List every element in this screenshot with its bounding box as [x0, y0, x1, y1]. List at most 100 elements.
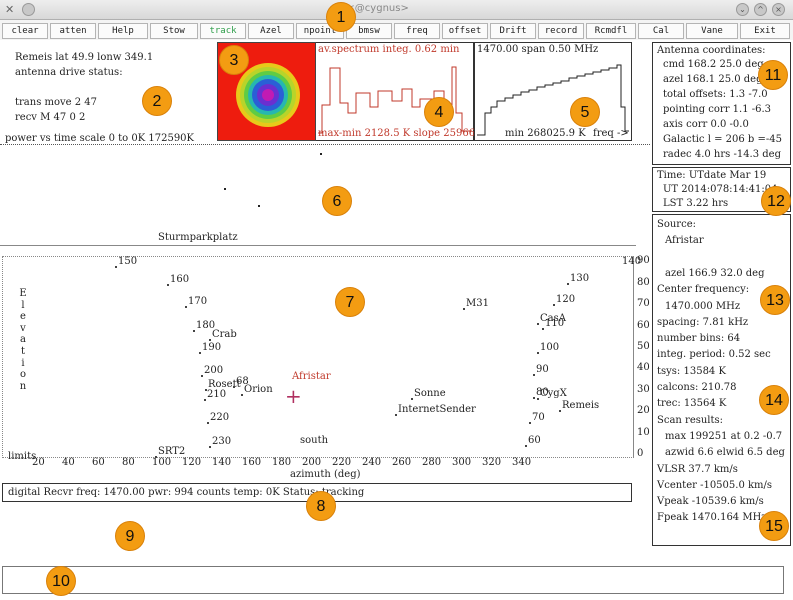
sky-object-marker — [233, 386, 235, 388]
toolbar-button-drift[interactable]: Drift — [490, 23, 536, 39]
current-source-marker: + — [285, 384, 302, 408]
sky-object-label: Rosett — [208, 379, 241, 390]
source-line: calcons: 210.78 — [657, 382, 737, 393]
window-menu-icon[interactable] — [22, 3, 35, 16]
sky-object-marker — [553, 304, 555, 306]
sky-object-marker — [463, 308, 465, 310]
callout-badge: 9 — [115, 521, 145, 551]
status-line: trans move 2 47 — [15, 97, 98, 108]
callout-badge: 12 — [761, 186, 791, 216]
y-tick-label: 50 — [637, 341, 650, 352]
sky-object-label: Remeis — [562, 400, 600, 411]
toolbar-button-record[interactable]: record — [538, 23, 584, 39]
toolbar-button-exit[interactable]: Exit — [740, 23, 790, 39]
sky-object-marker — [155, 456, 157, 458]
source-line: Afristar — [665, 235, 704, 247]
source-line: Center frequency: — [657, 284, 750, 296]
toolbar-button-freq[interactable]: freq — [394, 23, 440, 39]
spectrum-maxmin-label: max-min 2128.5 K slope 25966.8 K — [318, 128, 496, 139]
source-line: Fpeak 1470.164 MHz — [657, 512, 767, 524]
source-line: azel 166.9 32.0 deg — [665, 267, 765, 279]
sky-object-marker — [185, 306, 187, 308]
callout-badge: 8 — [306, 491, 336, 521]
source-line: Vpeak -10539.6 km/s — [657, 496, 764, 508]
y-tick-label: 80 — [637, 276, 650, 288]
antenna-panel: Antenna coordinates: cmd 168.2 25.0 deg az… — [652, 42, 791, 165]
toolbar-button-vane[interactable]: Vane — [686, 23, 738, 39]
toolbar-button-rcmdfl[interactable]: Rcmdfl — [586, 23, 636, 39]
sky-object-marker — [533, 374, 535, 376]
antenna-line: azel 168.1 25.0 deg — [663, 74, 763, 85]
source-line: azwid 6.6 elwid 6.5 deg — [665, 447, 785, 459]
toolbar-button-offset[interactable]: offset — [442, 23, 488, 39]
toolbar-button-stow[interactable]: Stow — [150, 23, 198, 39]
command-input[interactable] — [2, 566, 784, 594]
toolbar-button-help[interactable]: Help — [98, 23, 148, 39]
sky-object-label: InternetSender — [398, 404, 476, 415]
receiver-status-text: digital Recvr freq: 1470.00 pwr: 994 cou… — [8, 487, 365, 498]
spectrum-min-label: min 268025.9 K — [505, 128, 586, 139]
antenna-line: pointing corr 1.1 -6.3 — [663, 104, 772, 115]
x-tick-label: 220 — [332, 457, 352, 468]
source-line: Vcenter -10505.0 km/s — [657, 479, 773, 491]
frequency-panel: 1470.00 span 0.50 MHz min 268025.9 K fre… — [474, 42, 632, 141]
beam-map — [217, 42, 316, 141]
x-tick-label: 300 — [452, 457, 472, 468]
sky-object-label: 110 — [545, 318, 565, 329]
sky-object-label: 80 — [536, 387, 549, 398]
status-panel: Remeis lat 49.9 lonw 349.1 antenna drive … — [2, 42, 217, 131]
callout-badge: 5 — [570, 97, 600, 127]
sky-object-label: 170 — [188, 296, 208, 307]
sky-object-label: 150 — [118, 256, 138, 267]
sky-object-label: Sonne — [414, 388, 446, 399]
x-tick-label: 320 — [482, 457, 502, 468]
sky-object-label: 160 — [170, 274, 190, 285]
antenna-line: total offsets: 1.3 -7.0 — [663, 89, 768, 100]
toolbar-button-cal[interactable]: Cal — [638, 23, 684, 39]
sky-object-marker — [205, 389, 207, 391]
source-line: Source: — [657, 219, 696, 230]
x-tick-label: 80 — [122, 457, 135, 468]
sky-object-label: 68 — [236, 376, 249, 387]
x-tick-label: 240 — [362, 457, 382, 468]
status-line: recv M 47 0 2 — [15, 112, 86, 123]
time-line: UT 2014:078:14:41:04 — [663, 184, 778, 195]
y-tick-label: 30 — [637, 383, 650, 395]
toolbar-button-track[interactable]: track — [200, 23, 246, 39]
sky-object-marker — [559, 410, 561, 412]
minimize-icon[interactable]: ⌄ — [736, 3, 749, 16]
toolbar-button-azel[interactable]: Azel — [248, 23, 294, 39]
sky-object-label: 90 — [536, 364, 549, 375]
y-tick-label: 70 — [637, 298, 650, 310]
sky-object-marker — [537, 398, 539, 400]
sky-object-label: 120 — [556, 294, 576, 305]
antenna-line: radec 4.0 hrs -14.3 deg — [663, 149, 781, 160]
power-point — [224, 188, 226, 190]
toolbar-button-clear[interactable]: clear — [2, 23, 48, 39]
spectrum-panel: av.spectrum integ. 0.62 min max-min 2128… — [316, 42, 495, 141]
x-tick-label: 120 — [182, 457, 202, 468]
toolbar-button-bmsw[interactable]: bmsw — [346, 23, 392, 39]
x-tick-label: 280 — [422, 457, 442, 468]
sky-object-marker — [529, 422, 531, 424]
toolbar-button-atten[interactable]: atten — [50, 23, 96, 39]
sky-object-marker — [209, 339, 211, 341]
callout-badge: 4 — [424, 97, 454, 127]
sky-object-marker — [542, 328, 544, 330]
antenna-title: Antenna coordinates: — [657, 45, 766, 56]
antenna-line: cmd 168.2 25.0 deg — [663, 59, 764, 70]
source-line: tsys: 13584 K — [657, 365, 726, 377]
app-icon[interactable]: ✕ — [5, 3, 15, 16]
y-tick-label-top: 140 — [622, 256, 642, 267]
status-line: Remeis lat 49.9 lonw 349.1 — [15, 52, 154, 63]
maximize-icon[interactable]: ^ — [754, 3, 767, 16]
sky-object-label: 230 — [212, 436, 232, 447]
close-icon[interactable]: × — [772, 3, 785, 16]
y-tick-label: 20 — [637, 405, 650, 417]
sky-object-marker — [201, 375, 203, 377]
sky-object-marker — [537, 352, 539, 354]
sky-object-marker — [167, 284, 169, 286]
status-line: antenna drive status: — [15, 67, 123, 78]
callout-badge: 11 — [758, 60, 788, 90]
